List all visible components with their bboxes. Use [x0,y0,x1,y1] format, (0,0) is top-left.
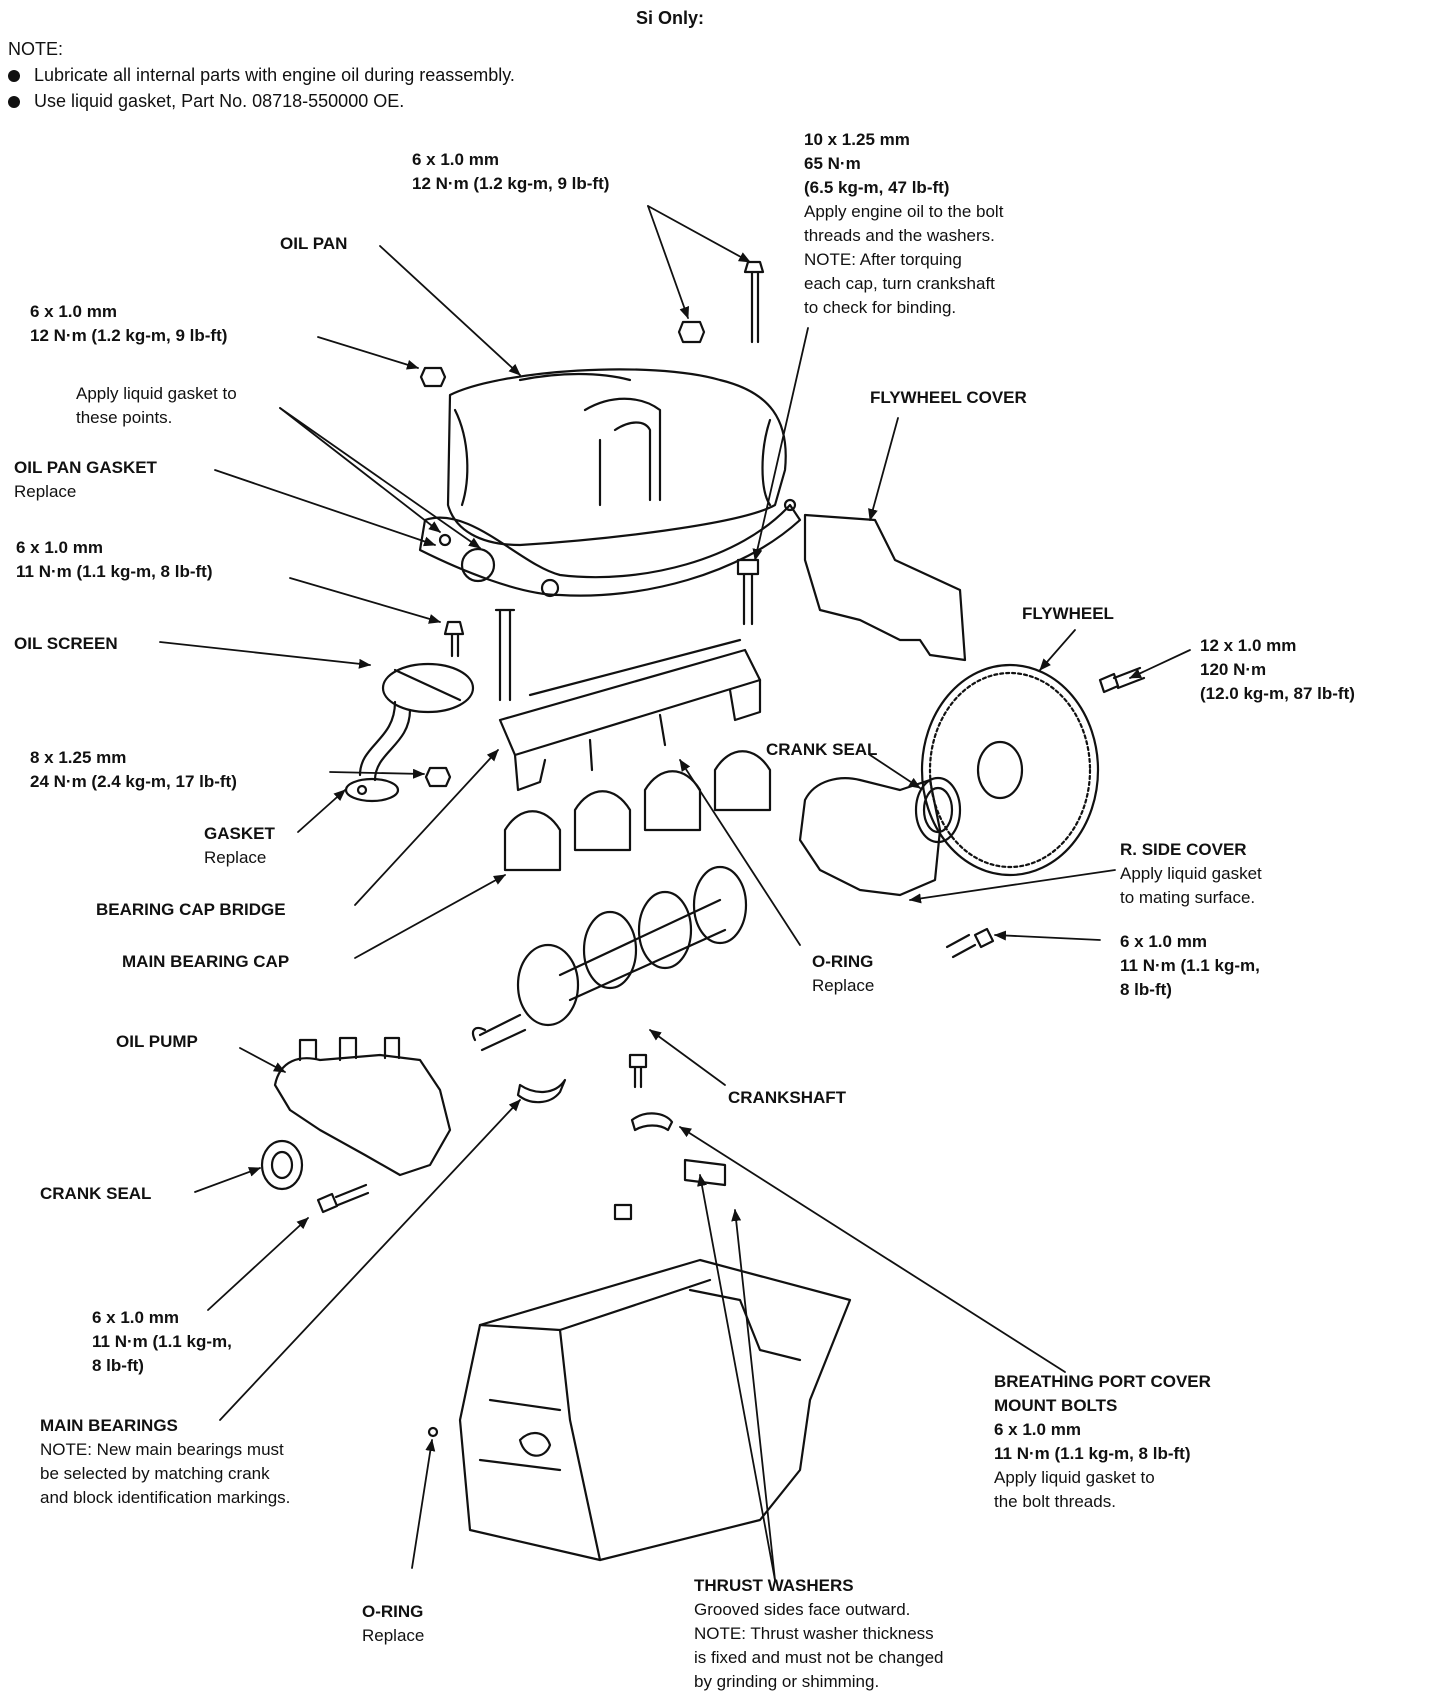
label-liquid-gasket-points: Apply liquid gasket to these points. [76,384,237,427]
side-cover-bolt [945,927,995,959]
label-pan-bolt-torque: 6 x 1.0 mm 12 N·m (1.2 kg-m, 9 lb-ft) [30,302,228,345]
gasket-part [344,777,400,803]
label-flywheel-cover: FLYWHEEL COVER [870,388,1027,407]
label-flywheel: FLYWHEEL [1022,604,1114,623]
leader-lines [159,205,1191,1581]
label-bridge-nut-torque: 8 x 1.25 mm 24 N·m (2.4 kg-m, 17 lb-ft) [30,748,237,791]
label-screen-bolt-torque: 6 x 1.0 mm 11 N·m (1.1 kg-m, 8 lb-ft) [16,538,213,581]
right-side-cover [798,776,962,897]
label-breathing-port-cover: BREATHING PORT COVER MOUNT BOLTS 6 x 1.0… [994,1372,1211,1511]
crank-seal-left [260,1139,304,1191]
label-side-cover-bolt-torque: 6 x 1.0 mm 11 N·m (1.1 kg-m, 8 lb-ft) [1120,932,1260,999]
label-pump-bolt-torque: 6 x 1.0 mm 11 N·m (1.1 kg-m, 8 lb-ft) [92,1308,232,1375]
label-flywheel-bolt-torque: 12 x 1.0 mm 120 N·m (12.0 kg-m, 87 lb-ft… [1200,636,1355,703]
label-crankshaft: CRANKSHAFT [728,1088,847,1107]
label-bearing-cap-bridge: BEARING CAP BRIDGE [96,900,286,919]
oil-pan-gasket [418,498,802,598]
crankshaft [471,865,748,1052]
label-oil-pump: OIL PUMP [116,1032,198,1051]
bullet-icon [8,96,20,109]
label-thrust-washers: THRUST WASHERS Grooved sides face outwar… [694,1576,944,1691]
small-plugs [427,1158,727,1438]
label-oil-screen: OIL SCREEN [14,634,118,653]
engine-block [458,1258,852,1562]
label-o-ring-bottom: O-RING Replace [362,1602,425,1645]
label-gasket: GASKET Replace [204,824,275,867]
top-nut-and-bolt [677,260,765,344]
bearing-halves [516,1053,674,1132]
bridge-nut [424,766,452,788]
bearing-cap-bridge [498,638,762,792]
label-oil-pan: OIL PAN [280,234,348,253]
flywheel [920,663,1100,877]
label-crank-seal-right: CRANK SEAL [766,740,878,759]
bullet-icon [8,70,20,83]
label-r-side-cover: R. SIDE COVER Apply liquid gasket to mat… [1120,840,1262,907]
pump-bolt [316,1183,370,1214]
oil-screen [358,662,475,782]
studs [494,608,516,702]
label-crank-seal-left: CRANK SEAL [40,1184,152,1203]
oil-pump [273,1036,452,1177]
general-notes: NOTE: Lubricate all internal parts with … [8,36,515,114]
pan-bolts [419,366,760,658]
note-heading: NOTE: [8,39,64,59]
page-title: Si Only: [636,8,705,28]
label-top-bolt-torque: 6 x 1.0 mm 12 N·m (1.2 kg-m, 9 lb-ft) [412,150,610,193]
label-cap-bolt-torque: 10 x 1.25 mm 65 N·m (6.5 kg-m, 47 lb-ft)… [804,130,1004,317]
note-item: Use liquid gasket, Part No. 08718-550000… [8,88,515,114]
flywheel-cover [803,513,967,662]
note-item: Lubricate all internal parts with engine… [8,62,515,88]
main-bearing-caps [503,750,772,872]
label-main-bearing-cap: MAIN BEARING CAP [122,952,290,971]
label-main-bearings: MAIN BEARINGS NOTE: New main bearings mu… [40,1416,291,1507]
oil-pan [446,368,787,547]
flywheel-bolt [1098,666,1146,694]
label-oil-pan-gasket: OIL PAN GASKET Replace [14,458,157,501]
label-o-ring-right: O-RING Replace [812,952,875,995]
